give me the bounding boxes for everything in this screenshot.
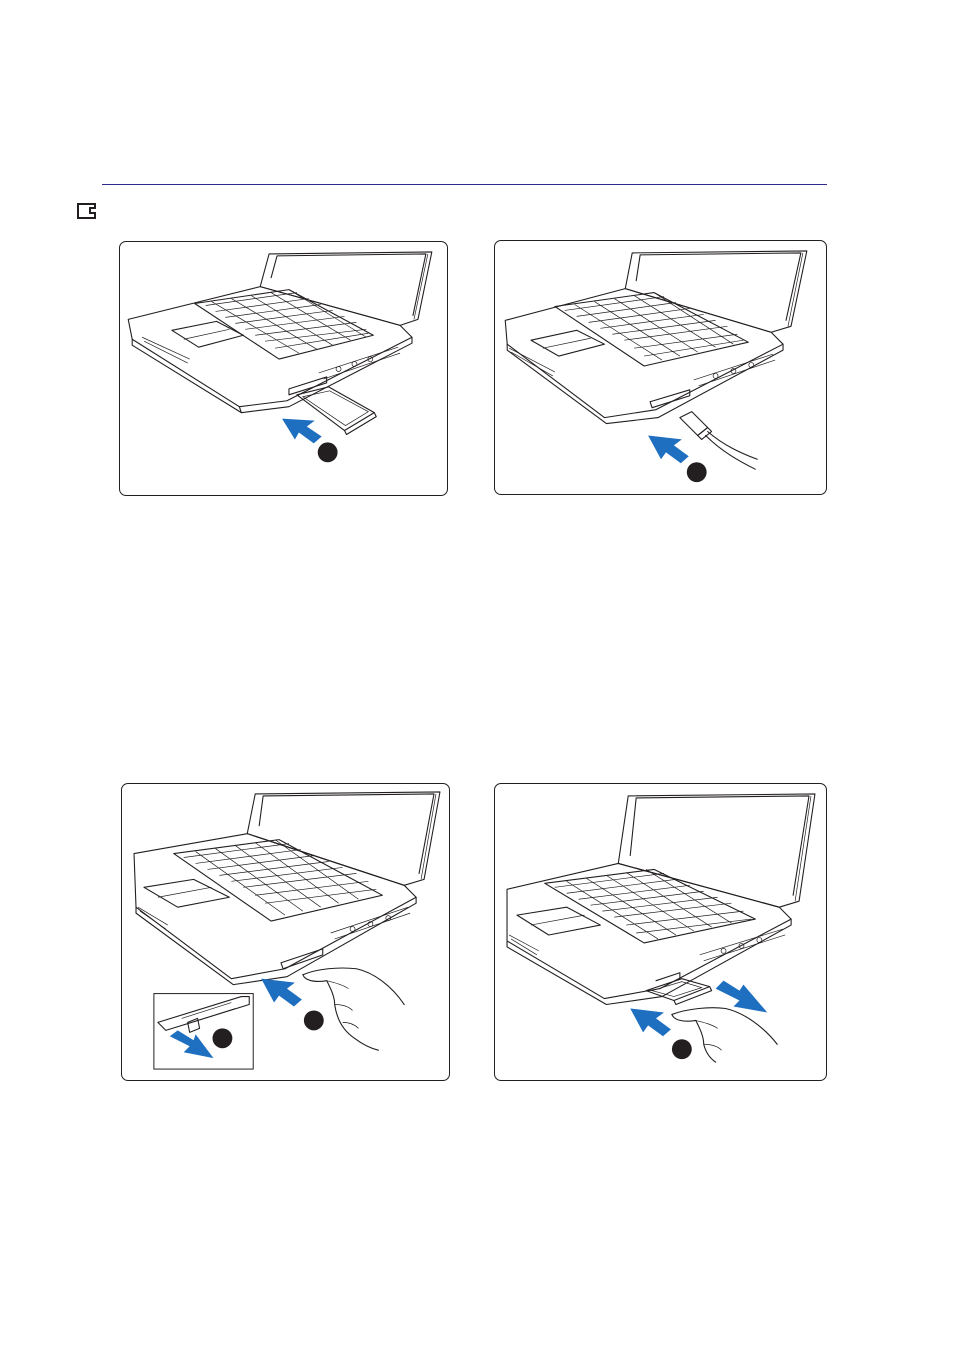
figure-insert-card (119, 241, 448, 496)
insert-arrow-icon (648, 435, 689, 463)
figure-eject-card (494, 783, 827, 1081)
laptop-illustration (495, 241, 826, 494)
insert-arrow-icon (261, 979, 302, 1007)
step-marker (304, 1010, 324, 1030)
step-marker (687, 462, 707, 482)
laptop-illustration (122, 784, 449, 1080)
laptop-illustration (120, 242, 447, 495)
insert-arrow-icon (282, 419, 322, 444)
step-marker (212, 1028, 232, 1048)
step-marker (672, 1039, 692, 1059)
eject-button-inset (154, 994, 253, 1069)
figure-connect-cable (494, 240, 827, 495)
pc-card-icon (76, 202, 98, 220)
insert-arrow-icon (630, 1008, 671, 1036)
laptop-illustration (495, 784, 826, 1080)
figure-press-eject-button (121, 783, 450, 1081)
step-marker (318, 442, 338, 462)
section-rule (102, 184, 827, 185)
